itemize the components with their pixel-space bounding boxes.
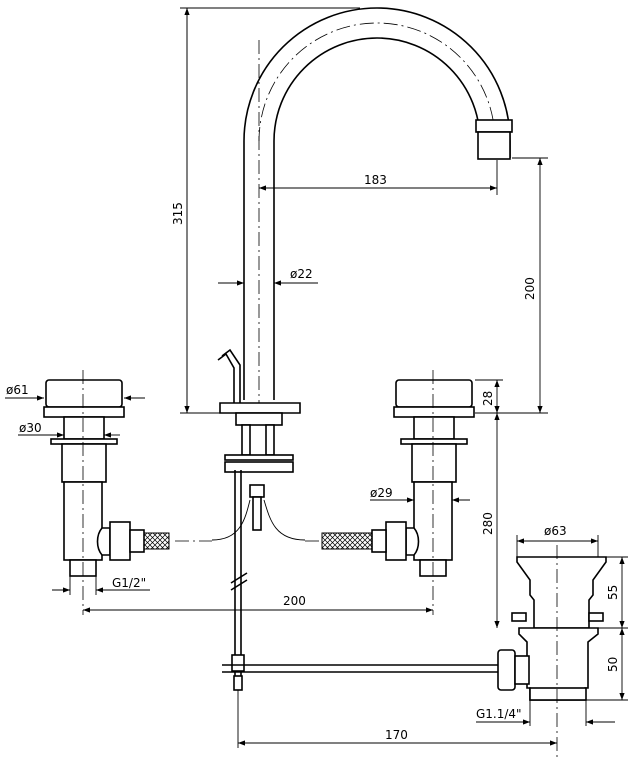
right-handle-valve xyxy=(305,370,475,615)
dimension-lines xyxy=(5,7,628,748)
dim-waste-lower: 50 xyxy=(606,657,620,672)
dim-spout-diameter: ø22 xyxy=(290,267,313,281)
pop-up-waste xyxy=(497,545,607,760)
dim-rod-length: 170 xyxy=(385,728,408,742)
dim-waste-thread: G1.1/4" xyxy=(476,707,522,721)
spout-base xyxy=(211,402,306,541)
dim-handle-diameter: ø61 xyxy=(6,383,29,397)
dim-inlet-thread: G1/2" xyxy=(112,576,146,590)
left-handle-valve xyxy=(43,370,212,615)
dim-handle-stem-diameter: ø30 xyxy=(19,421,42,435)
dim-spout-height: 200 xyxy=(523,277,537,300)
dim-total-height: 315 xyxy=(171,202,185,225)
spout xyxy=(243,7,513,420)
dim-waste-upper: 55 xyxy=(606,585,620,600)
dim-base-height: 28 xyxy=(481,391,495,406)
dim-body-diameter: ø29 xyxy=(370,486,393,500)
pop-up-rod xyxy=(222,470,500,691)
pop-up-lever xyxy=(217,348,241,403)
dim-waste-diameter: ø63 xyxy=(544,524,567,538)
dim-handle-spacing: 200 xyxy=(283,594,306,608)
dim-under-depth: 280 xyxy=(481,512,495,535)
dim-spout-reach: 183 xyxy=(364,173,387,187)
